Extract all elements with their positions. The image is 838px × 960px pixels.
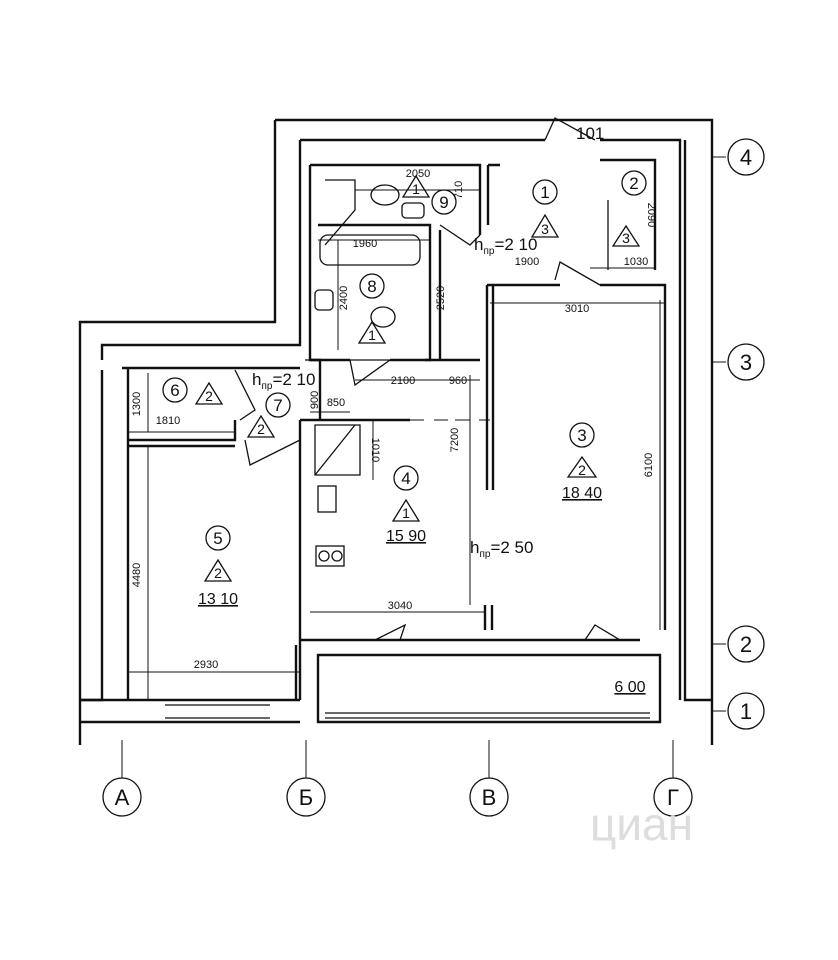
toilet-icon (370, 184, 400, 206)
svg-text:Г: Г (667, 785, 679, 810)
svg-text:6100: 6100 (643, 453, 655, 477)
grid-marker-1: 1 (727, 692, 765, 730)
svg-text:2100: 2100 (391, 375, 415, 387)
toilet-icon (370, 306, 396, 328)
svg-text:В: В (482, 785, 497, 810)
dimension-lines (128, 189, 665, 700)
svg-text:2: 2 (205, 388, 213, 404)
svg-text:1: 1 (368, 327, 376, 343)
dimension-labels: 2050 710 1960 2400 2520 1900 1030 2090 3… (131, 168, 657, 671)
grid-marker-a: А (102, 777, 142, 817)
grid-marker-3: 3 (727, 343, 765, 381)
svg-text:960: 960 (449, 375, 467, 387)
svg-text:А: А (115, 785, 130, 810)
svg-text:7: 7 (273, 396, 282, 415)
watermark: циан (590, 798, 693, 850)
room-4: 4 1 15 90 (386, 465, 426, 545)
svg-text:2: 2 (257, 421, 265, 437)
grid-marker-4: 4 (727, 138, 765, 176)
svg-text:3040: 3040 (388, 600, 412, 612)
grid-axes: 4 3 2 1 А Б В Г (102, 138, 765, 817)
ceiling-height-3: hпр=2 50 (470, 538, 533, 560)
svg-text:2520: 2520 (435, 286, 447, 310)
fixtures (314, 179, 425, 567)
ceiling-height-1: hпр=2 10 (474, 235, 537, 257)
room-2: 23 (611, 170, 647, 247)
svg-text:1: 1 (402, 505, 410, 521)
svg-text:3: 3 (740, 350, 752, 375)
room-1: 13 (530, 179, 560, 238)
grid-marker-v: В (469, 777, 509, 817)
svg-text:1: 1 (740, 699, 752, 724)
svg-text:1030: 1030 (624, 256, 648, 268)
svg-text:2050: 2050 (406, 168, 430, 180)
svg-text:Б: Б (299, 785, 313, 810)
balcony-area: 6 00 (614, 679, 645, 696)
exterior-walls (78, 118, 714, 745)
svg-text:900: 900 (309, 391, 321, 409)
grid-marker-g: Г (653, 777, 693, 817)
svg-text:3: 3 (577, 426, 586, 445)
svg-text:1960: 1960 (353, 238, 377, 250)
svg-text:710: 710 (453, 181, 465, 199)
svg-text:7200: 7200 (449, 428, 461, 452)
svg-text:2: 2 (214, 565, 222, 581)
svg-text:5: 5 (213, 529, 222, 548)
svg-text:1010: 1010 (369, 438, 381, 462)
sink-icon (314, 289, 334, 311)
apartment-number: 101 (576, 124, 604, 143)
svg-text:850: 850 (327, 397, 345, 409)
svg-text:8: 8 (367, 277, 376, 296)
room-8: 81 (357, 273, 387, 344)
kitchen-sink-icon (317, 485, 337, 513)
doors (234, 117, 621, 641)
room-3: 3 2 18 40 (562, 422, 602, 502)
svg-text:1: 1 (412, 181, 420, 197)
svg-text:2: 2 (740, 632, 752, 657)
svg-text:3010: 3010 (565, 303, 589, 315)
room-5: 5 2 13 10 (198, 525, 238, 608)
svg-text:1900: 1900 (515, 256, 539, 268)
svg-text:3: 3 (622, 230, 630, 246)
svg-text:1810: 1810 (156, 415, 180, 427)
svg-text:18 40: 18 40 (562, 485, 602, 502)
svg-text:2: 2 (629, 174, 638, 193)
svg-text:9: 9 (439, 193, 448, 212)
svg-text:4: 4 (740, 145, 752, 170)
svg-text:6: 6 (170, 381, 179, 400)
grid-marker-b: Б (286, 777, 326, 817)
bathtub-icon (319, 234, 421, 266)
svg-text:2: 2 (578, 462, 586, 478)
svg-text:2400: 2400 (338, 286, 350, 310)
svg-text:4480: 4480 (131, 563, 143, 587)
stove-icon (315, 545, 345, 567)
ceiling-height-2: hпр=2 10 (252, 370, 315, 392)
svg-text:13 10: 13 10 (198, 591, 238, 608)
svg-text:15 90: 15 90 (386, 528, 426, 545)
svg-text:4: 4 (401, 469, 410, 488)
room-9: 91 (401, 174, 457, 215)
svg-text:1300: 1300 (131, 392, 143, 416)
svg-text:2930: 2930 (194, 659, 218, 671)
svg-text:3: 3 (541, 221, 549, 237)
room-7: 72 (246, 392, 291, 438)
svg-text:2090: 2090 (645, 203, 657, 227)
grid-marker-2: 2 (727, 625, 765, 663)
svg-text:1: 1 (540, 183, 549, 202)
sink-icon (401, 202, 425, 219)
